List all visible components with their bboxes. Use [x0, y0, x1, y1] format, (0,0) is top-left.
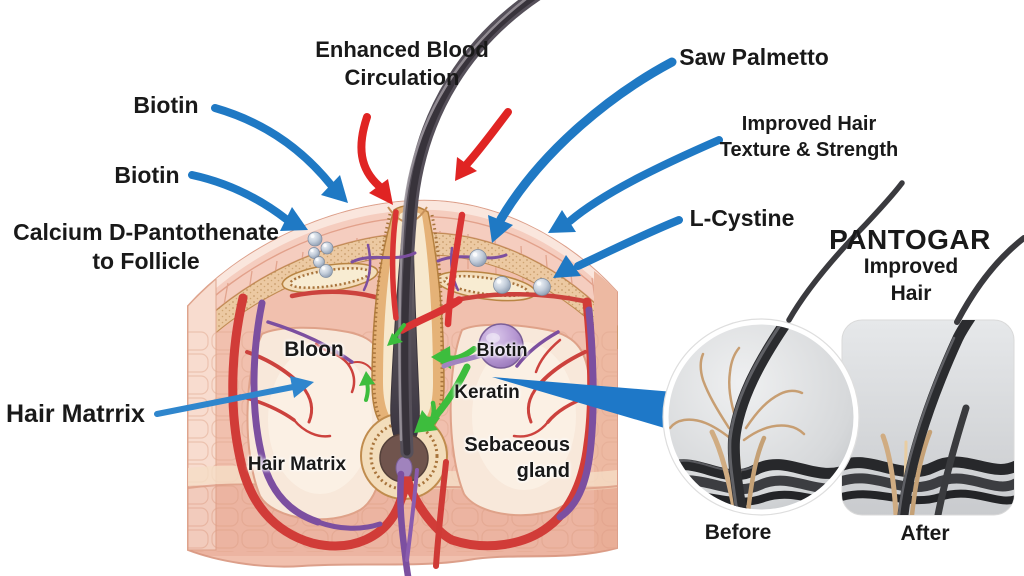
- arrow-biotin-top: [211, 104, 348, 203]
- label-l-cystine: L-Cystine: [689, 205, 795, 231]
- label-hair-matrix-inner: Hair Matrix: [247, 454, 347, 475]
- hair-shaft: [398, 0, 541, 459]
- label-improved-texture-strength: Improved Hair Texture & Strength: [719, 113, 899, 161]
- label-biotin-top: Biotin: [133, 92, 199, 118]
- label-biotin-inner: Biotin: [476, 340, 528, 360]
- arrow-red-right: [455, 108, 512, 181]
- arrow-saw-palmetto: [488, 57, 677, 243]
- arrow-hair-matrix: [154, 376, 314, 417]
- blood-vessels-front: [228, 209, 597, 576]
- blue-arrows: [154, 57, 723, 417]
- label-bloon: Bloon: [284, 338, 344, 361]
- arrow-red-left: [357, 113, 393, 205]
- before-hair-extension: [786, 180, 905, 323]
- sebaceous-gland-ball: [441, 323, 524, 369]
- skin-cross-section: [187, 199, 618, 568]
- supplement-spheres: [307, 231, 551, 296]
- label-hair-matrrix: Hair Matrrix: [6, 400, 145, 428]
- red-arrows: [357, 108, 512, 205]
- label-before: Before: [704, 521, 772, 544]
- dermal-lobe-right: [449, 323, 592, 517]
- arrow-improved-texture: [548, 136, 723, 233]
- product-tagline: Improved Hair: [863, 255, 959, 305]
- label-biotin-mid: Biotin: [114, 162, 180, 188]
- label-calcium-d-pantothenate: Calcium D-Pantothenate to Follicle: [13, 219, 279, 275]
- arrow-biotin-mid: [188, 171, 308, 231]
- label-sebaceous-gland: Sebaceous gland: [464, 434, 570, 482]
- label-saw-palmetto: Saw Palmetto: [679, 44, 829, 70]
- after-panel: [841, 235, 1024, 516]
- after-hair-extension: [954, 235, 1024, 325]
- label-keratin: Keratin: [454, 382, 520, 403]
- arrow-l-cystine: [553, 216, 683, 278]
- product-name: PANTOGAR: [829, 224, 991, 255]
- label-enhanced-blood-circulation: Enhanced Blood Circulation: [315, 37, 489, 91]
- capillary-loop: [228, 293, 597, 551]
- magnifier-callout-wedge: [492, 377, 678, 432]
- label-after: After: [900, 522, 950, 545]
